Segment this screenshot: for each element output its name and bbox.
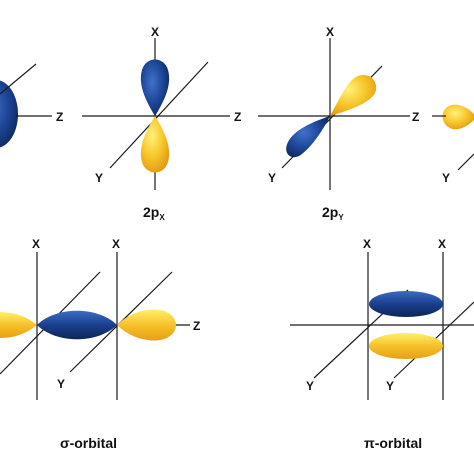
px-blue-lobe — [140, 59, 170, 116]
px-axis-label-x: X — [151, 25, 159, 39]
sigma-orbital-panel: X X Z Y σ-orbital — [0, 237, 200, 451]
sigma-axis-label-x1: X — [32, 237, 40, 251]
s-orbital-panel: Z — [0, 63, 63, 148]
px-axis-y — [109, 61, 209, 169]
s-axis-diagonal — [0, 63, 37, 95]
py-blue-lobe — [286, 116, 330, 158]
py-yellow-lobe — [330, 75, 377, 116]
sigma-axis-label-z: Z — [193, 319, 200, 333]
pi-yellow-lobe — [369, 333, 443, 359]
pi-axis-label-y2: Y — [386, 379, 394, 393]
pz-yellow-lobe — [442, 104, 474, 130]
pz-axis-y — [457, 153, 474, 171]
sigma-blue-center-lobe — [37, 310, 117, 340]
sigma-caption: σ-orbital — [60, 435, 117, 451]
py-axis-label-x: X — [326, 25, 334, 39]
pi-caption: π-orbital — [364, 435, 422, 451]
s-orbital-lobe — [0, 80, 18, 148]
sigma-axis-label-y: Y — [57, 377, 65, 391]
px-caption: 2pX — [143, 204, 165, 222]
2px-panel: X Z Y 2pX — [82, 25, 241, 222]
px-yellow-lobe — [140, 116, 170, 173]
s-axis-label-z: Z — [56, 110, 63, 124]
py-axis-label-y: Y — [268, 171, 276, 185]
pi-axis-label-y1: Y — [306, 379, 314, 393]
pi-orbital-panel: X X Y Y π-orbital — [290, 237, 474, 451]
px-axis-label-y: Y — [95, 171, 103, 185]
2py-panel: X Z Y 2pY — [258, 25, 419, 222]
pz-axis-label-y: Y — [442, 171, 450, 185]
sigma-yellow-right-lobe — [117, 309, 176, 341]
2pz-partial-panel: Y — [432, 104, 474, 185]
sigma-axis-label-x2: X — [112, 237, 120, 251]
px-axis-label-z: Z — [234, 110, 241, 124]
pi-axis-label-x2: X — [438, 237, 446, 251]
sigma-yellow-left-lobe — [0, 312, 37, 338]
py-caption: 2pY — [322, 204, 344, 222]
py-axis-label-z: Z — [412, 110, 419, 124]
pi-axis-label-x1: X — [363, 237, 371, 251]
pi-blue-lobe — [369, 291, 443, 317]
